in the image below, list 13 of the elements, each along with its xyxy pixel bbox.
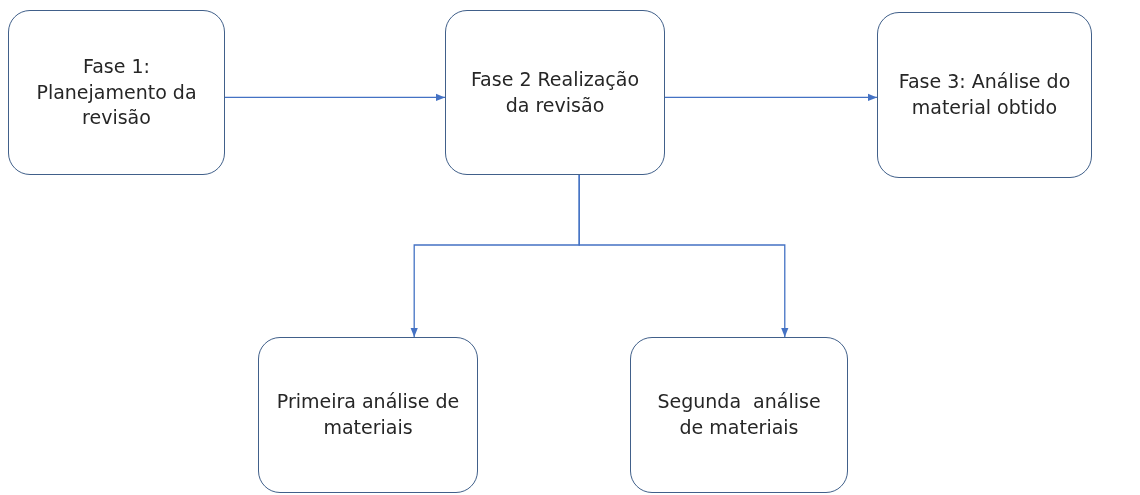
rounded-box (877, 12, 1092, 178)
box-label: Segunda análise de materiais (656, 389, 822, 440)
box-label: Primeira análise de materiais (275, 389, 461, 440)
arrow (578, 174, 789, 338)
rounded-box (630, 337, 848, 493)
box-label: Fase 3: Análise do material obtido (897, 69, 1072, 120)
rounded-box (258, 337, 478, 493)
rounded-box (8, 10, 225, 175)
box-label: Fase 1: Planejamento da revisão (35, 54, 198, 131)
rounded-box (445, 10, 665, 175)
arrow (224, 93, 446, 102)
box-label: Fase 2 Realização da revisão (469, 66, 641, 118)
arrow (664, 93, 878, 102)
